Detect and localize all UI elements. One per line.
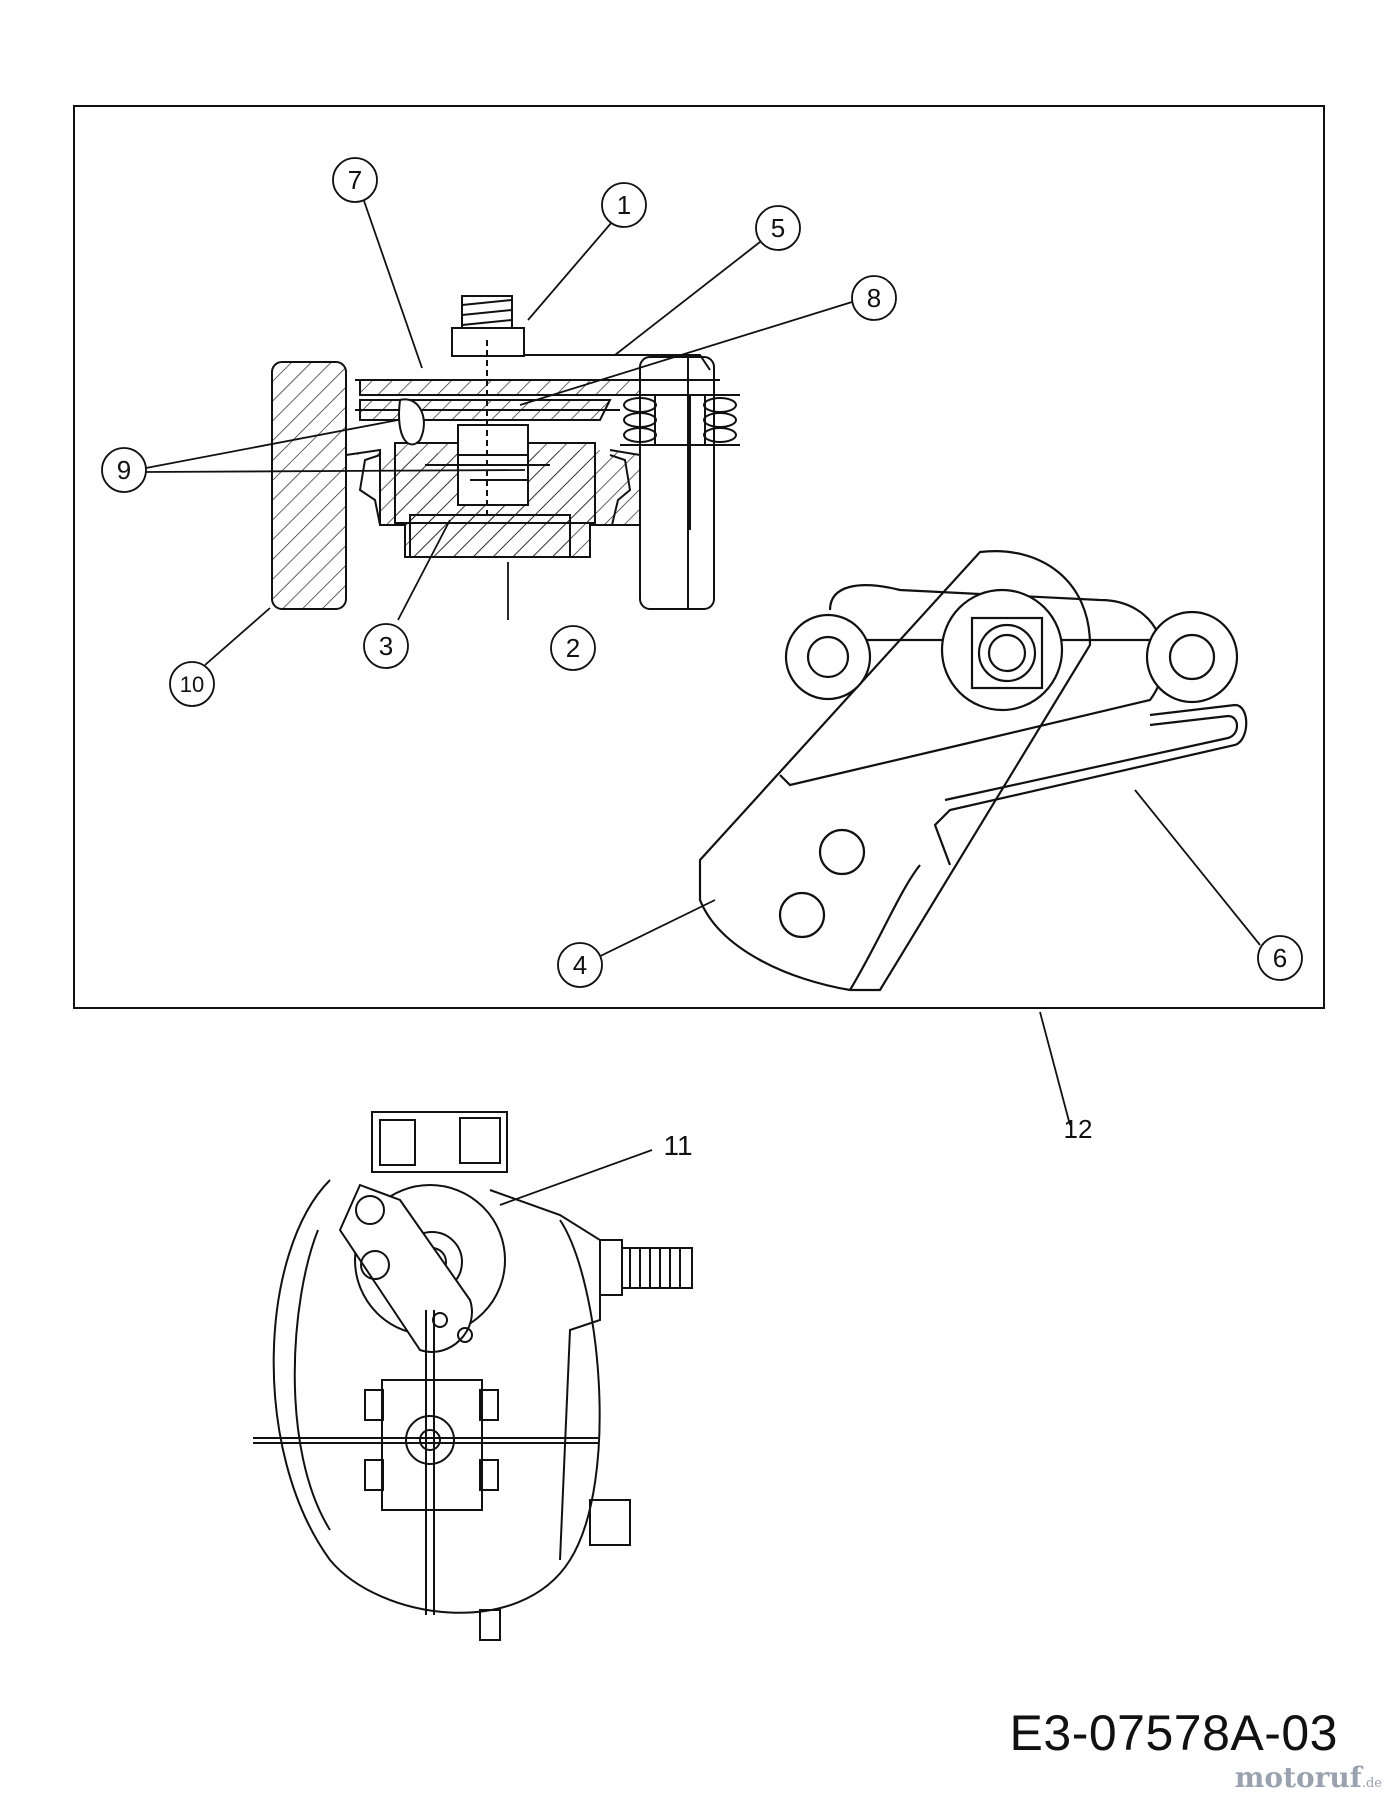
leader-lines bbox=[145, 197, 1261, 1206]
callout-4: 4 bbox=[557, 942, 603, 988]
brake-arm-assembly bbox=[698, 550, 1248, 992]
svg-text:2: 2 bbox=[566, 633, 580, 663]
callout-6: 6 bbox=[1257, 935, 1303, 981]
svg-text:10: 10 bbox=[180, 672, 204, 697]
watermark-logo: motoruf.de bbox=[1235, 1761, 1382, 1794]
callout-10: 10 bbox=[169, 661, 215, 707]
callout-9: 9 bbox=[101, 447, 147, 493]
watermark-name: motoruf bbox=[1234, 1761, 1362, 1794]
svg-text:5: 5 bbox=[771, 213, 785, 243]
detail-frame bbox=[73, 105, 1325, 1009]
label-assembly: 12 bbox=[1064, 1114, 1093, 1144]
svg-text:7: 7 bbox=[348, 165, 362, 195]
drawing-code: E3-07578A-03 bbox=[1009, 1705, 1338, 1761]
svg-text:8: 8 bbox=[867, 283, 881, 313]
callout-7: 7 bbox=[332, 157, 378, 203]
svg-text:1: 1 bbox=[617, 190, 631, 220]
callout-5: 5 bbox=[755, 205, 801, 251]
svg-text:6: 6 bbox=[1273, 943, 1287, 973]
callout-1: 1 bbox=[601, 182, 647, 228]
pulley-cross-section bbox=[271, 295, 740, 610]
svg-text:4: 4 bbox=[573, 950, 587, 980]
callout-3: 3 bbox=[363, 623, 409, 669]
callout-8: 8 bbox=[851, 275, 897, 321]
gearbox-assembly bbox=[253, 1111, 693, 1641]
label-gearbox: 11 bbox=[663, 1130, 692, 1161]
svg-text:3: 3 bbox=[379, 631, 393, 661]
watermark-suffix: .de bbox=[1361, 1776, 1382, 1791]
callout-2: 2 bbox=[550, 625, 596, 671]
svg-text:9: 9 bbox=[117, 455, 131, 485]
